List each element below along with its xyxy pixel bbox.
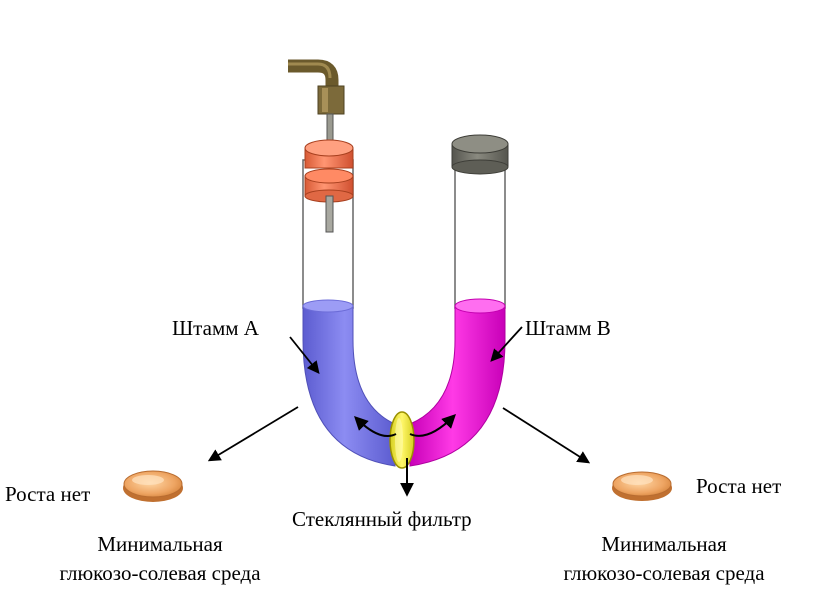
strain-b-medium <box>409 305 506 467</box>
right-result-label: Роста нет <box>696 474 782 498</box>
glass-filter-label: Стеклянный фильтр <box>292 507 472 531</box>
strain-b-surface <box>454 298 506 314</box>
right-cap <box>451 134 509 175</box>
diffusion-arrow-left <box>354 416 397 437</box>
left-medium-line2: глюкозо-солевая среда <box>59 561 261 585</box>
left-rubber-stopper <box>304 139 354 233</box>
right-petri-dish <box>612 471 672 501</box>
arrow-to-left-dish <box>207 406 299 462</box>
strain-a-medium <box>302 305 396 467</box>
right-medium-line1: Минимальная <box>601 532 727 556</box>
arrow-to-right-dish <box>502 407 591 464</box>
left-petri-dish <box>123 470 183 502</box>
strain-a-label: Штамм А <box>172 316 259 340</box>
strain-a-pointer-arrow <box>289 336 320 374</box>
u-tube-right-arm <box>454 151 506 309</box>
strain-a-surface <box>302 299 354 313</box>
right-medium-line2: глюкозо-солевая среда <box>563 561 765 585</box>
diffusion-arrow-right <box>409 414 456 437</box>
strain-b-label: Штамм В <box>525 316 611 340</box>
strain-b-pointer-arrow <box>490 326 523 362</box>
glass-filter <box>389 411 415 469</box>
left-result-label: Роста нет <box>5 482 91 506</box>
left-medium-line1: Минимальная <box>97 532 223 556</box>
